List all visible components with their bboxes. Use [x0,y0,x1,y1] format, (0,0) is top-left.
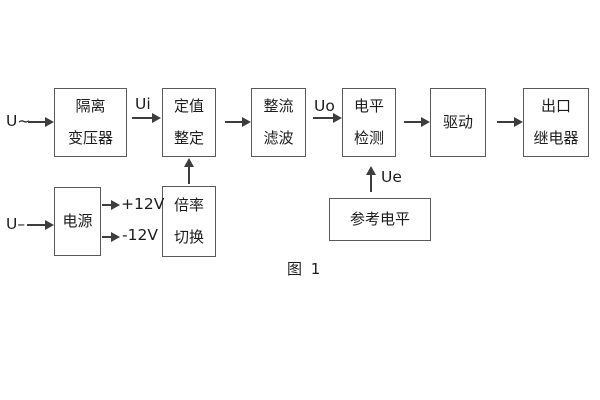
signal-label-minus-12v: -12V [122,226,158,244]
block-label: 电平 [353,97,384,115]
signal-label-plus-12v: +12V [121,195,165,213]
figure-caption: 图 1 [287,260,323,278]
arrow-setting-to-rectifier [225,121,242,123]
signal-label-uo: Uo [314,97,335,115]
block-label: 出口 [540,97,571,115]
arrow-ratio-to-setting [188,167,190,184]
signal-label-ue: Ue [381,168,402,186]
arrow-reference-to-level [370,175,372,192]
arrow-rectifier-to-level [313,117,333,119]
arrow-udc-to-power [27,224,45,226]
arrow-power-to-minus12 [102,236,111,238]
arrow-driver-to-relay [497,121,514,123]
block-level-detect: 电平 检测 [342,88,396,157]
arrow-transformer-to-setting [132,117,152,119]
block-setting-adjust: 定值 整定 [162,88,216,157]
block-label: 整定 [173,129,204,147]
block-reference-level: 参考电平 [329,198,431,241]
block-isolation-transformer: 隔离 变压器 [54,88,127,157]
arrow-power-to-plus12 [102,204,111,206]
block-power-supply: 电源 [54,187,101,256]
block-label: 继电器 [533,129,579,147]
block-label: 滤波 [263,129,294,147]
signal-label-u-ac: U~ [6,112,31,130]
block-label: 参考电平 [349,210,410,228]
block-label: 倍率 [173,196,204,214]
arrow-level-to-driver [404,121,421,123]
block-label: 驱动 [442,113,473,131]
signal-label-ui: Ui [135,95,151,113]
signal-label-u-dc: U– [6,215,26,233]
block-output-relay: 出口 继电器 [523,88,589,157]
block-rectifier-filter: 整流 滤波 [251,88,306,157]
block-label: 整流 [263,97,294,115]
block-label: 电源 [62,212,93,230]
block-label: 检测 [353,129,384,147]
block-label: 定值 [173,97,204,115]
block-label: 变压器 [67,129,113,147]
arrow-uac-to-transformer [28,121,45,123]
block-label: 切换 [173,228,204,246]
block-ratio-switch: 倍率 切换 [162,186,216,257]
block-label: 隔离 [75,97,106,115]
block-driver: 驱动 [430,88,486,157]
